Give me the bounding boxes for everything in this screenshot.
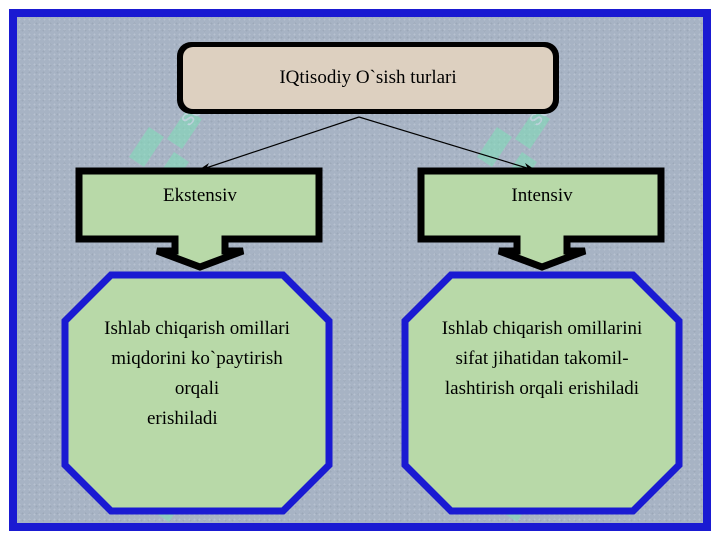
callout-ekstensiv bbox=[75, 167, 323, 271]
description-line: lashtirish orqali erishiladi bbox=[444, 378, 640, 399]
description-box-ekstensiv bbox=[61, 271, 333, 515]
callout-intensiv bbox=[417, 167, 665, 271]
description-line: miqdorini ko`paytirish bbox=[111, 348, 283, 369]
page-title: IQtisodiy O`sish turlari bbox=[183, 47, 553, 109]
description-line: sifat jihatidan takomil- bbox=[455, 348, 629, 369]
description-line: Ishlab chiqarish omillari bbox=[104, 318, 290, 339]
slide-canvas: soft soft soft soft IQtisodiy O`sish tur… bbox=[17, 17, 703, 523]
description-line: Ishlab chiqarish omillarini bbox=[441, 318, 643, 339]
description-box-intensiv bbox=[401, 271, 683, 515]
branch-label-intensiv: Intensiv bbox=[511, 185, 573, 206]
description-intensiv: Ishlab chiqarish omillarini sifat jihati… bbox=[413, 314, 671, 404]
description-ekstensiv: Ishlab chiqarish omillari miqdorini ko`p… bbox=[77, 314, 317, 434]
title-box: IQtisodiy O`sish turlari bbox=[177, 42, 559, 114]
description-line: erishiladi bbox=[147, 408, 218, 429]
slide-frame: soft soft soft soft IQtisodiy O`sish tur… bbox=[9, 9, 711, 531]
branch-label-ekstensiv: Ekstensiv bbox=[163, 185, 237, 206]
description-line: orqali bbox=[174, 378, 220, 399]
